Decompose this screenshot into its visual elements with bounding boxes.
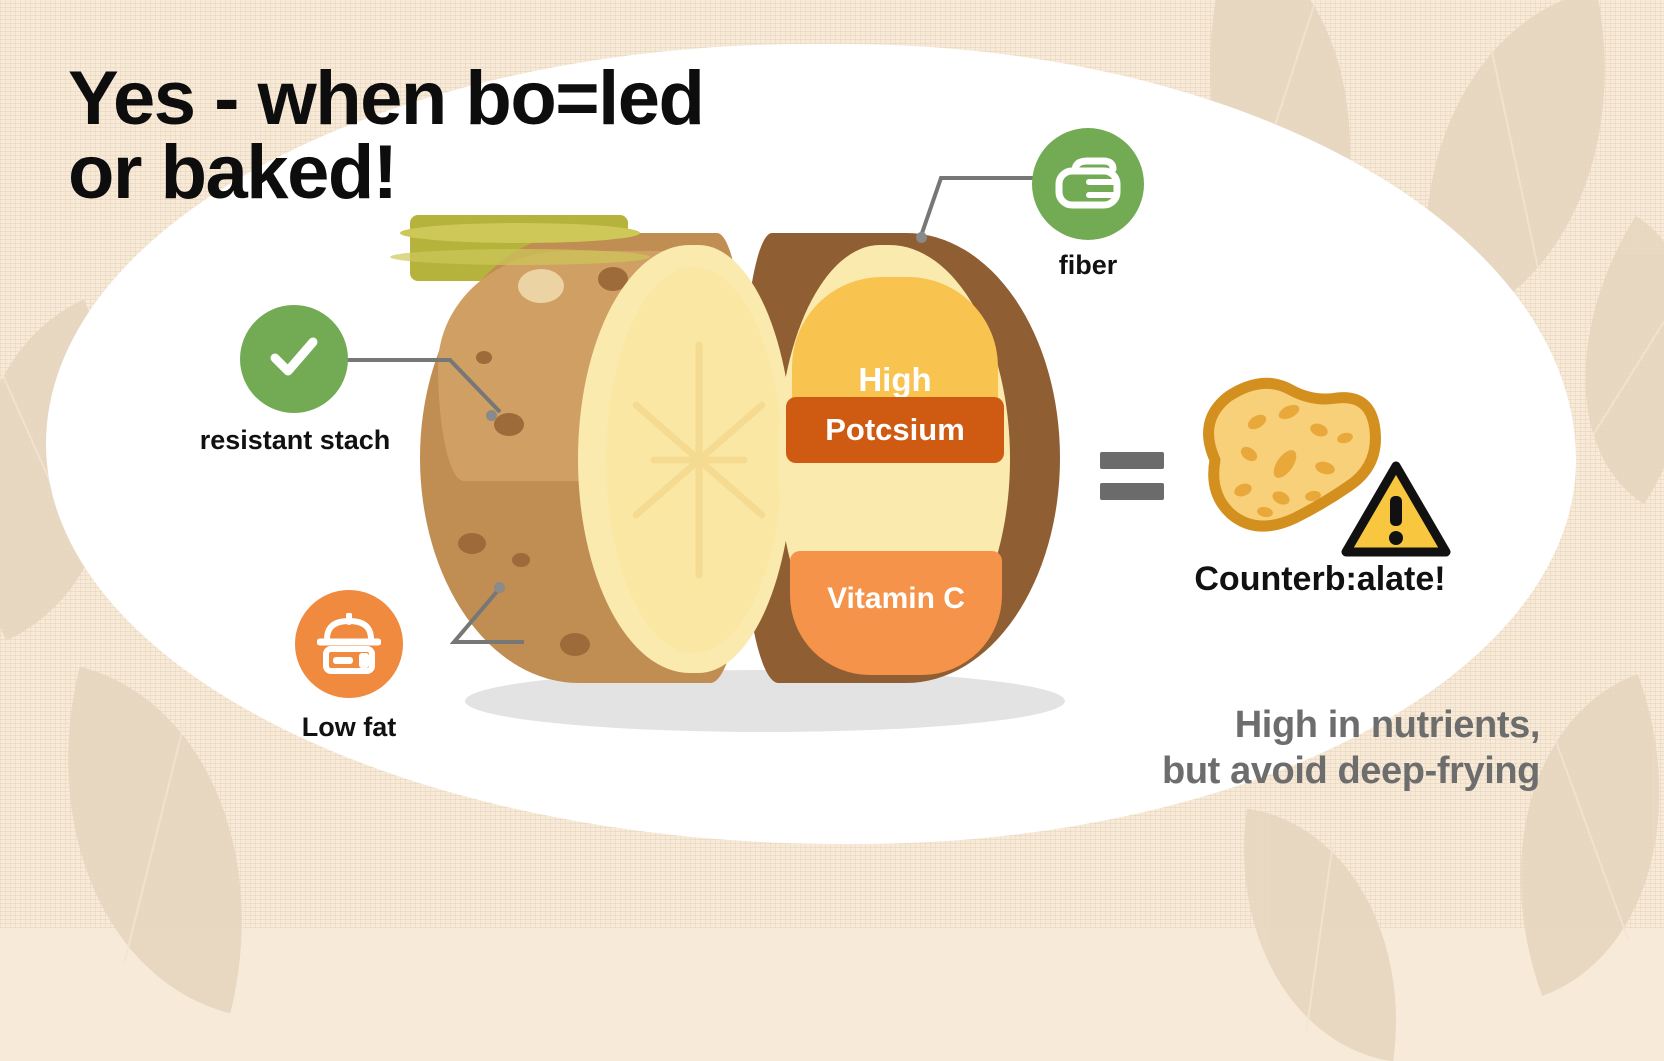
badge-label-low-fat: Low fat <box>301 712 397 742</box>
warning-triangle-icon <box>1341 461 1451 557</box>
potato-starburst-icon <box>632 341 766 579</box>
leader-line-low-fat <box>449 586 524 644</box>
badge-low-fat[interactable] <box>295 590 403 698</box>
potato-icon <box>1203 377 1381 532</box>
nutrient-band-label: High <box>858 361 932 398</box>
nutrient-band-label: Vitamin C <box>827 582 965 615</box>
checkmark-leaf-icon <box>270 337 318 376</box>
potato-diagram: High Potcsium Vitamin C <box>390 215 1090 732</box>
nutrient-band-vitamin-c: Vitamin C <box>790 551 1002 675</box>
leader-line-fiber <box>919 176 1041 237</box>
page-title: Yes - when bo=led or baked! <box>68 56 705 215</box>
badge-fiber[interactable] <box>1032 128 1144 240</box>
nutrient-band-potassium: Potcsium <box>786 397 1004 463</box>
nutrient-band-label: Potcsium <box>825 412 965 447</box>
equals-sign <box>1100 452 1164 510</box>
badge-label-fiber: fiber <box>1058 250 1118 280</box>
leader-dot <box>916 232 927 243</box>
leader-dot <box>494 582 505 593</box>
tagline: High in nutrients, but avoid deep-frying <box>1162 704 1540 793</box>
badge-label-resistant-starch: resistant stach <box>199 425 391 455</box>
leader-dot <box>486 410 497 421</box>
result-label: Counterb:alate! <box>1194 560 1446 598</box>
badge-resistant-starch[interactable] <box>240 305 348 413</box>
fiber-basket-icon <box>1055 157 1121 209</box>
covered-pot-icon <box>317 613 381 674</box>
leader-line-resistant-starch <box>344 358 502 414</box>
